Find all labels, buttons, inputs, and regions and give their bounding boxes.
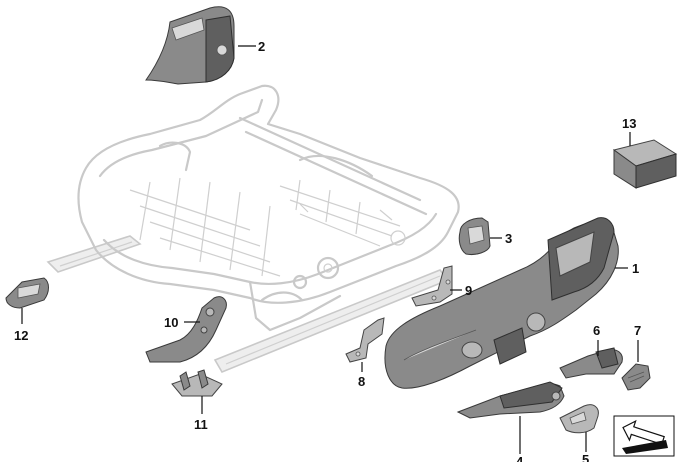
part-2-trim-cover <box>145 6 235 85</box>
part-6-switch <box>559 347 623 379</box>
part-5-cap <box>559 404 599 434</box>
part-12-end-cap <box>5 277 49 309</box>
part-13-kit-box <box>612 139 678 189</box>
callout-labels: 1 2 3 4 5 6 7 8 9 10 11 12 13 <box>14 39 641 462</box>
part-3-cover-cap <box>458 217 491 255</box>
callout-9: 9 <box>465 283 472 298</box>
callout-1: 1 <box>632 261 639 276</box>
callout-5: 5 <box>582 452 589 462</box>
perspective-arrow-icon <box>613 415 675 457</box>
part-1-side-trim-panel <box>384 217 619 389</box>
part-11-clip <box>171 369 223 397</box>
part-4-trim-strip <box>456 381 565 419</box>
callout-11: 11 <box>194 417 208 432</box>
callout-3: 3 <box>505 231 512 246</box>
part-8-bracket <box>345 317 385 363</box>
callout-12: 12 <box>14 328 28 343</box>
leader-lines <box>21 45 639 454</box>
callout-2: 2 <box>258 39 265 54</box>
callout-6: 6 <box>593 323 600 338</box>
seat-frame <box>46 84 460 374</box>
part-7-switch <box>621 363 651 391</box>
callout-7: 7 <box>634 323 641 338</box>
callout-4: 4 <box>516 454 524 462</box>
callout-13: 13 <box>622 116 636 131</box>
part-9-bracket <box>411 265 453 307</box>
callout-8: 8 <box>358 374 365 389</box>
part-10-lever-cover <box>145 296 227 363</box>
callout-10: 10 <box>164 315 178 330</box>
